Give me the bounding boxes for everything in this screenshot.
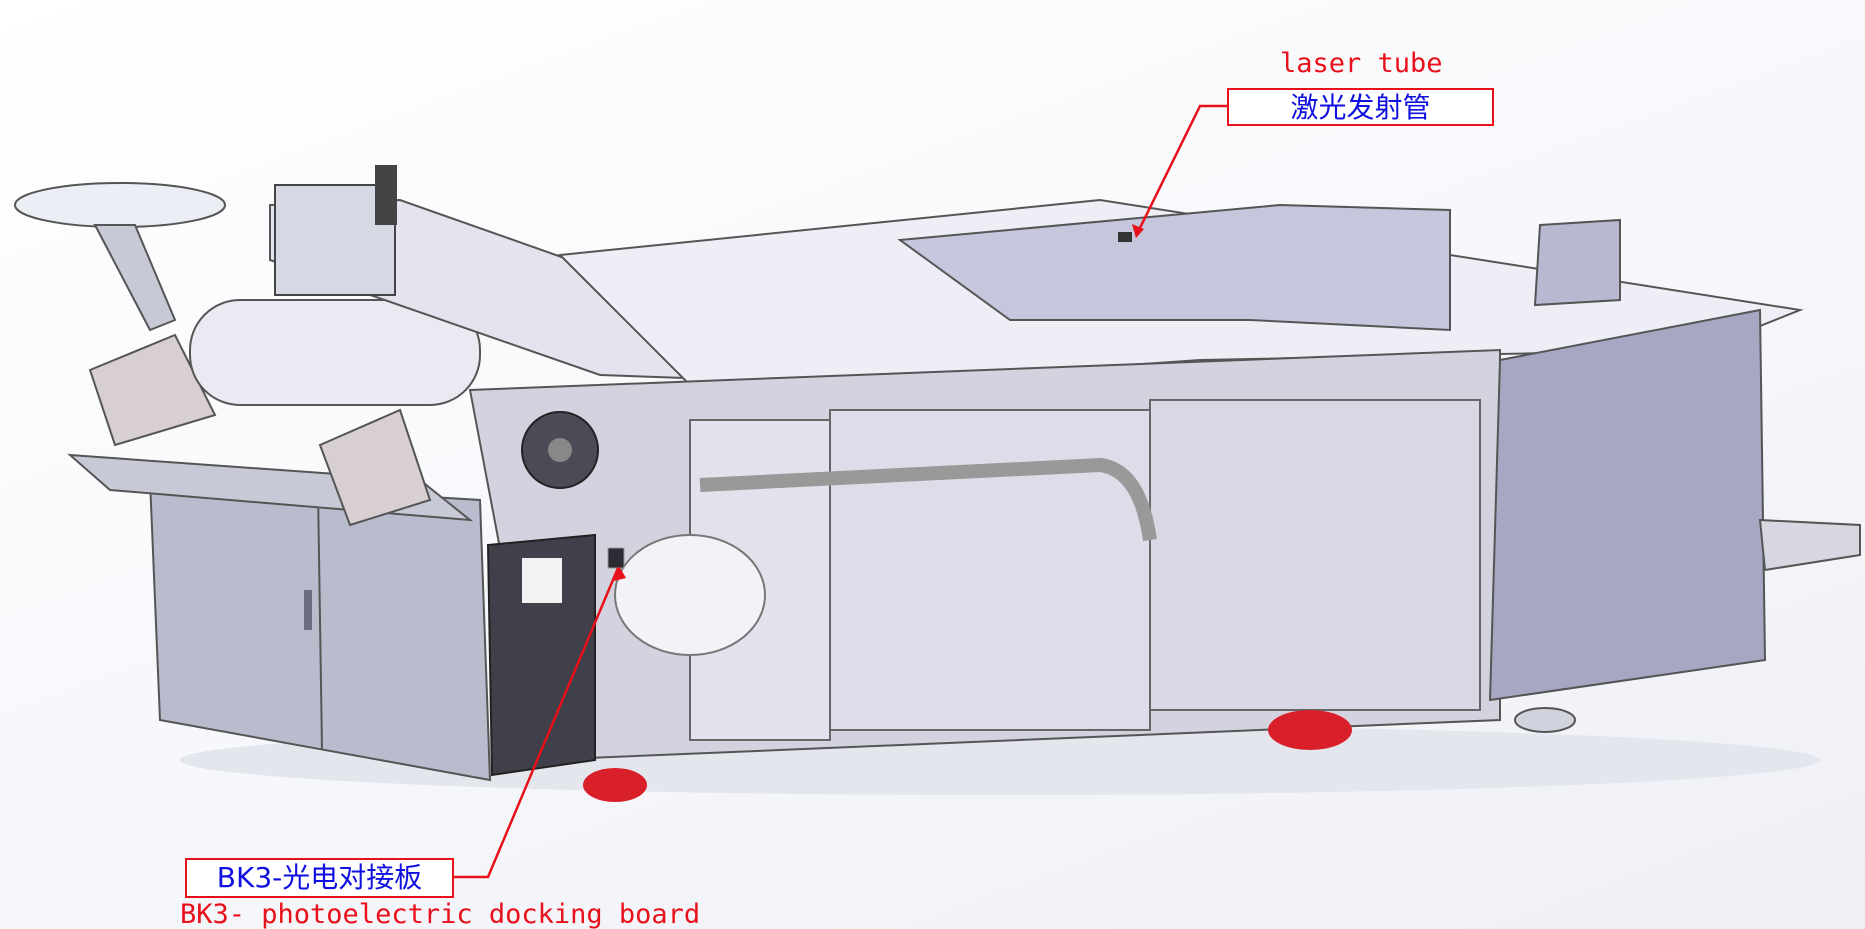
cabinet-door-seam [317,489,323,751]
cable-chain [699,457,1157,542]
monitor [14,182,226,228]
callout-leader-photoelectric-board [454,567,620,879]
right-end-cabinet [1488,308,1767,702]
feed-plate-left [88,333,217,447]
front-window-right [1149,399,1481,711]
right-end-panel [1533,218,1621,307]
photoelectric-board-marker [607,547,625,569]
laser-tube-housing [897,203,1451,332]
laser-tube-marker [1118,232,1132,242]
feed-plate-right [318,408,432,527]
cabinet-handle [304,590,312,630]
callout-leader-laser-tube [1134,104,1227,237]
control-panel-screen [522,558,562,603]
callout-arrow-photoelectric-board [614,566,626,581]
foot-right [1514,707,1576,733]
photoelectric-board-label-en: BK3- photoelectric docking board [180,899,701,929]
foot-left [583,768,647,802]
cutting-head-motor [375,165,397,225]
pulley-hub [548,438,572,462]
monitor-arm [93,224,177,332]
right-side-shelf [1758,518,1861,572]
foot-middle [1268,710,1352,750]
callout-arrow-laser-tube [1132,224,1144,238]
photoelectric-board-label-cn: BK3-光电对接板 [185,858,454,898]
feed-roller [189,299,481,406]
laser-tube-label-en: laser tube [1280,48,1443,79]
blower [614,534,766,656]
laser-tube-label-cn: 激光发射管 [1227,88,1494,126]
front-window-mid [829,409,1151,731]
control-panel [486,533,596,777]
